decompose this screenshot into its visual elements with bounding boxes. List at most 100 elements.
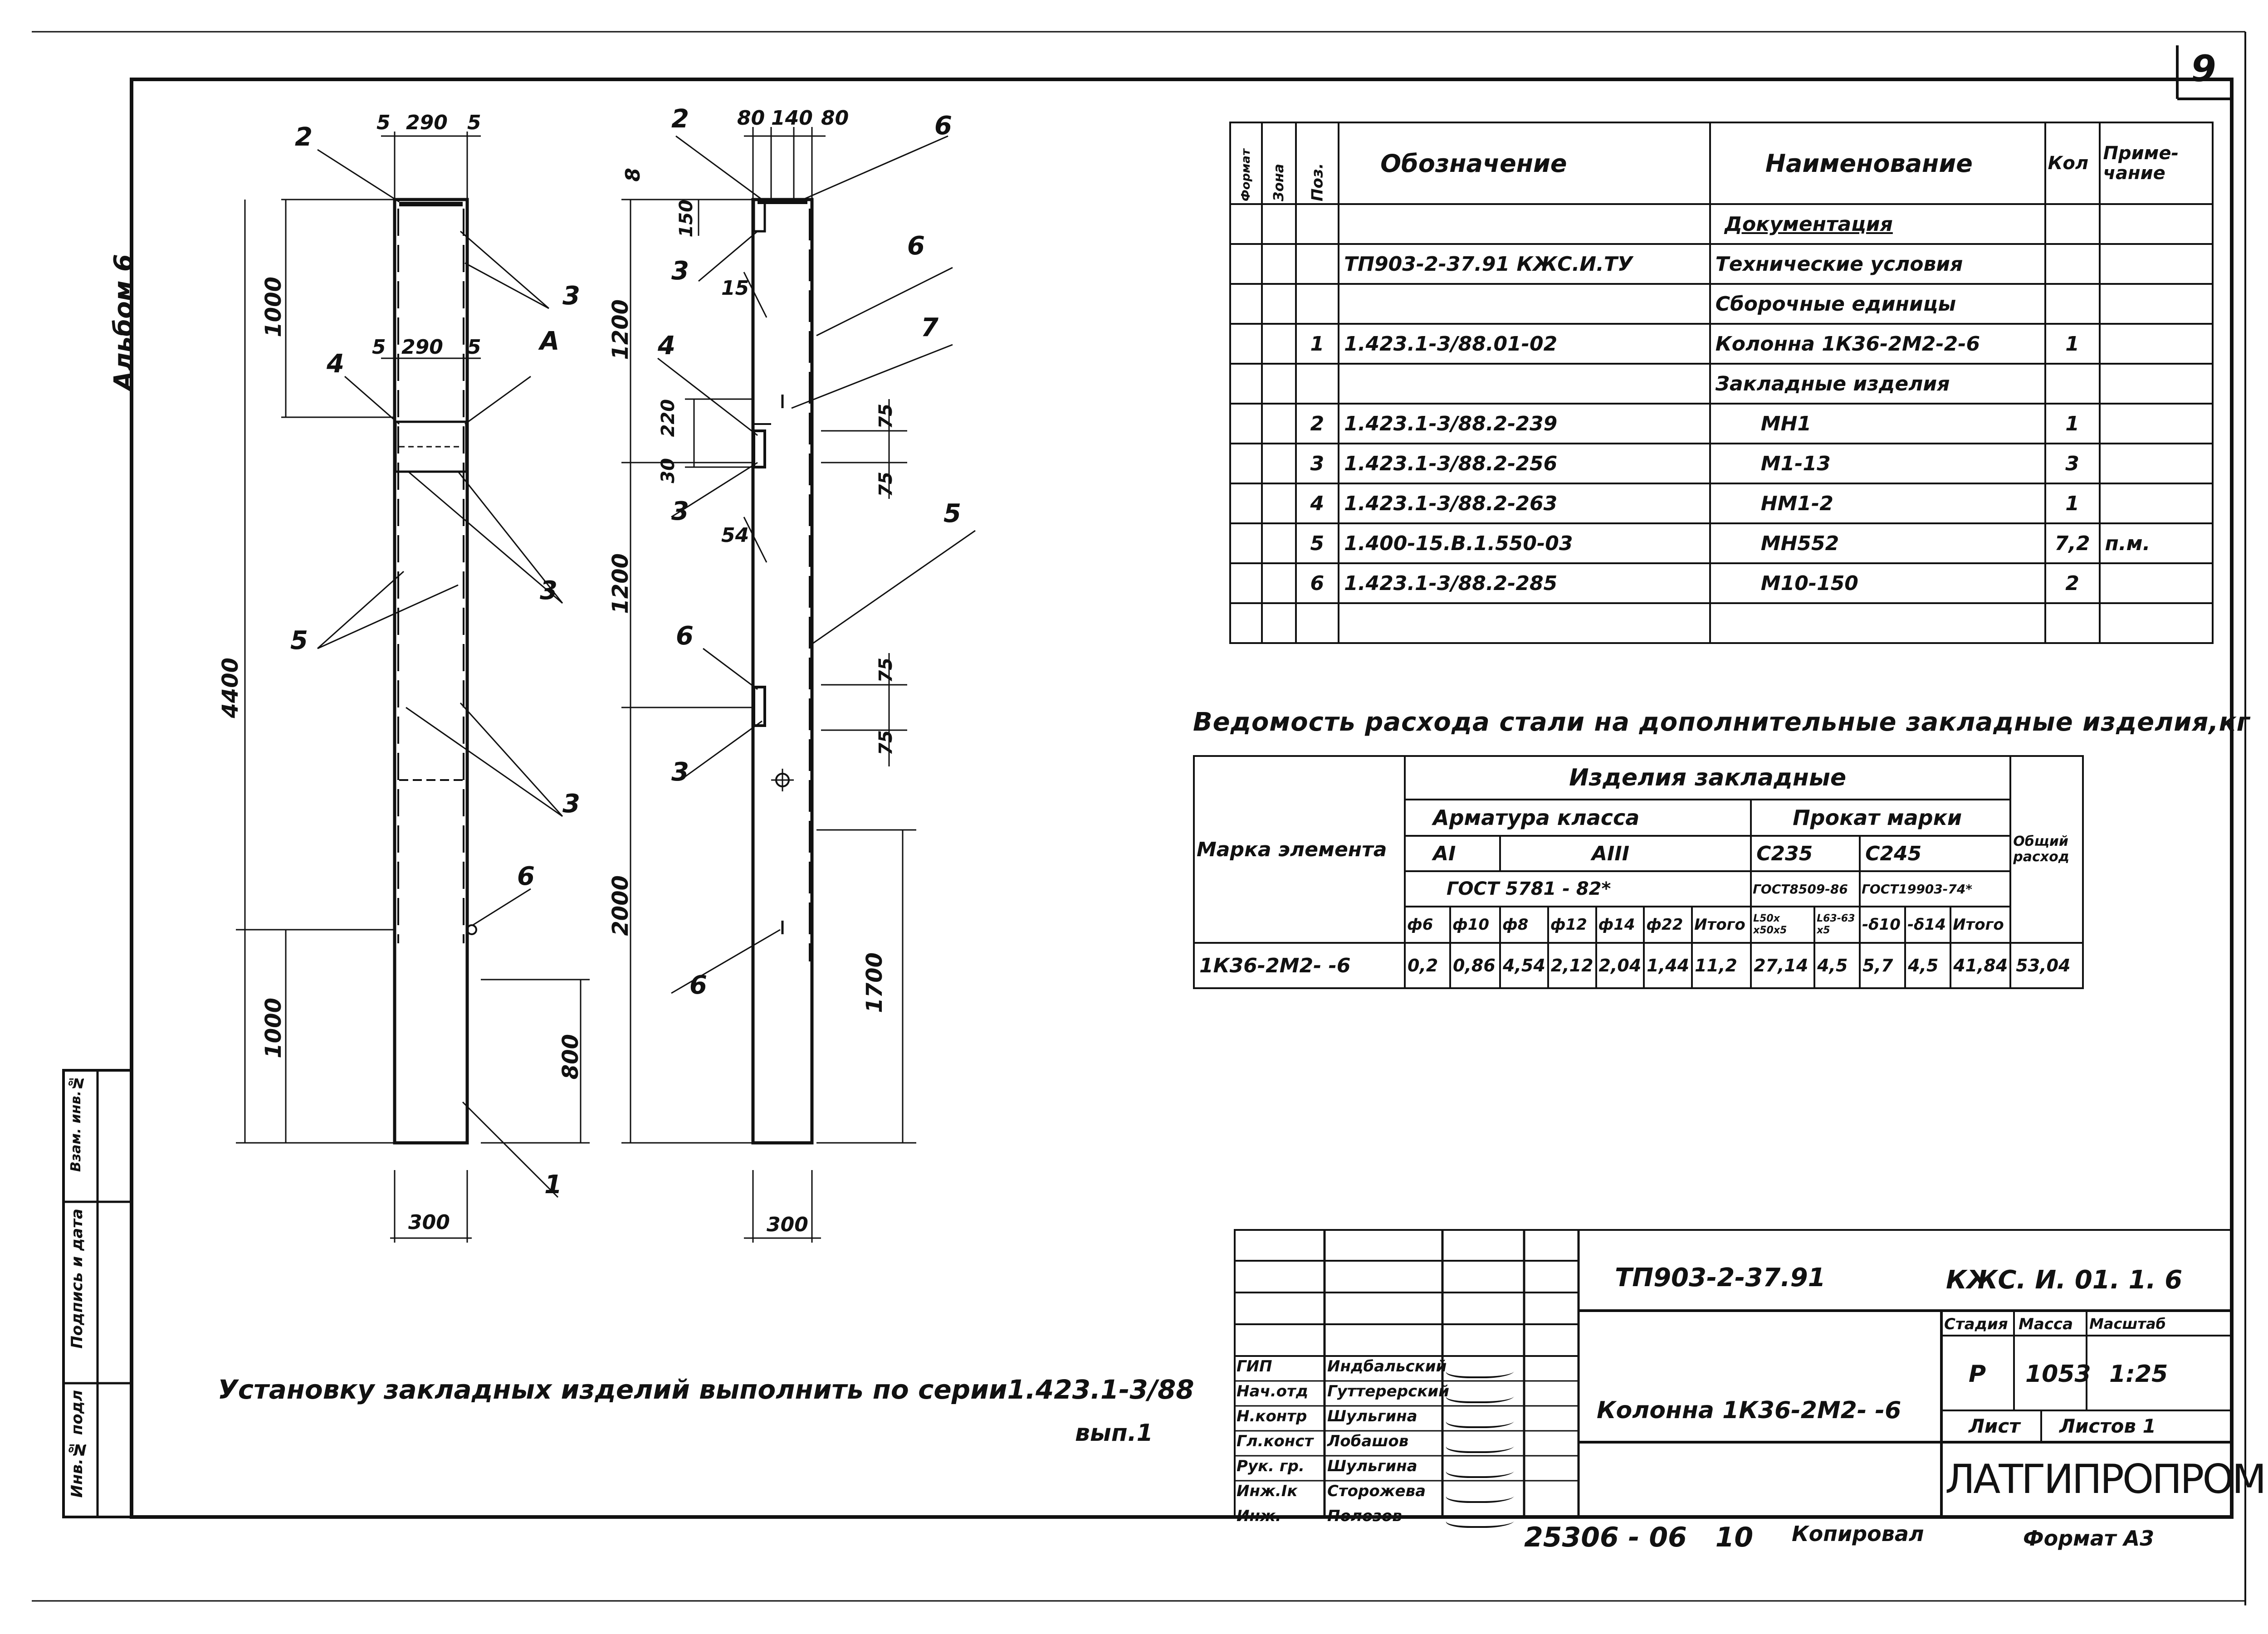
v2-dim-1700: 1700 [862,952,887,1013]
spec-h-format: Формат [1230,122,1262,204]
steel-value: 4,54 [1499,942,1549,989]
spec-cell-zone [1261,203,1297,245]
v2-dim-150: 150 [676,200,697,238]
tb-stage-h: Стадия [1944,1315,2008,1333]
tb-staff-role: Инж.Iк [1237,1482,1298,1500]
spec-cell-format [1229,323,1263,365]
v2-dim-54: 54 [721,524,749,547]
footer-copied: Копировал [1792,1522,1924,1546]
tb-org: ЛАТГИПРОПРОМ [1945,1456,2267,1502]
v2-dim-top-80a: 80 [737,107,765,130]
v2-dim-2000: 2000 [608,875,633,936]
spec-cell-pos [1295,363,1340,405]
v2-dim-300: 300 [767,1213,808,1236]
spec-h-pos: Поз. [1295,122,1339,204]
spec-h-designation: Обозначение [1338,122,1711,205]
strip-signature-date: Подпись и дата [68,1209,86,1349]
footer-format: Формат А3 [2023,1526,2155,1551]
spec-cell-note: п.м. [2098,522,2214,564]
tb-mass: 1053 [2025,1361,2091,1388]
steel-value: 11,2 [1691,942,1752,989]
steel-table: Марка элемента Изделия закладные Общий р… [1193,755,2084,989]
spec-cell-qty [2044,243,2101,285]
steel-col-group: Изделия закладные [1403,755,2012,800]
title-block: ТП903-2-37.91 КЖС. И. 01. 1. 6 Колонна 1… [1234,1229,2267,1528]
v1-dim-4400: 4400 [218,658,243,718]
spec-cell-pos: 1 [1295,323,1340,365]
steel-row-mark: 1К36-2М2- -6 [1193,942,1406,989]
spec-cell-pos: 6 [1295,562,1340,604]
spec-cell-note [2098,403,2214,444]
v1-callout-6: 6 [517,862,535,891]
spec-cell-name: Документация [1709,203,2046,245]
spec-cell-qty [2044,283,2101,325]
spec-cell-designation: 1.400-15.В.1.550-03 [1338,522,1711,564]
v2-dim-8: 8 [621,168,645,182]
steel-subheader: ф10 [1449,906,1501,944]
steel-gost-rebar: ГОСТ 5781 - 82* [1403,870,1752,907]
steel-subheader: ф6 [1404,906,1451,944]
spec-cell-designation: 1.423.1-3/88.2-285 [1338,562,1711,604]
tb-object: Колонна 1К36-2М2- -6 [1597,1397,1901,1424]
v2-callout-5: 5 [943,499,961,528]
v2-callout-3b: 3 [671,497,689,526]
spec-cell-zone [1261,443,1297,484]
spec-cell-name: Закладные изделия [1709,363,2046,405]
spec-cell-note [2098,323,2214,365]
v1-dim-1000-bottom: 1000 [261,998,286,1058]
steel-value: 5,7 [1859,942,1906,989]
spec-cell-format [1229,403,1263,444]
spec-cell-note [2098,562,2214,604]
v1-dim-300: 300 [408,1211,450,1234]
spec-cell-zone [1261,363,1297,405]
spec-cell-zone [1261,562,1297,604]
title-block-lines [1234,1229,2232,1517]
steel-subheader: L50x x50x5 [1750,906,1816,944]
spec-row [1229,602,2214,644]
steel-subheader: Итого [1950,906,2012,944]
install-note: Установку закладных изделий выполнить по… [218,1374,1194,1405]
v1-callout-3a: 3 [562,281,580,311]
spec-cell-pos: 2 [1295,403,1340,444]
v2-callout-2: 2 [671,104,689,134]
spec-cell-designation: 1.423.1-3/88.2-256 [1338,443,1711,484]
spec-cell-note [2098,483,2214,524]
spec-cell-qty [2044,602,2101,644]
v1-callout-1: 1 [544,1170,562,1200]
steel-subheader: -δ10 [1859,906,1906,944]
tb-staff-name: Индбальский [1327,1357,1447,1375]
spec-h-note: Приме- чание [2098,122,2214,205]
tb-code: КЖС. И. 01. 1. 6 [1946,1265,2183,1295]
spec-cell-designation: ТП903-2-37.91 КЖС.И.ТУ [1338,243,1711,285]
footer-doc-no: 25306 - 06 10 [1524,1522,1754,1553]
spec-cell-designation [1338,203,1711,245]
album-label: Альбом 6 [109,254,138,391]
tb-staff-role: ГИП [1237,1357,1272,1375]
spec-cell-zone [1261,243,1297,285]
tb-staff-name: Шульгина [1327,1407,1418,1425]
v2-dim-15: 15 [721,277,749,300]
install-note-issue: вып.1 [1075,1419,1153,1447]
v2-callout-4: 4 [658,331,675,361]
spec-cell-name: Колонна 1К36-2М2-2-6 [1709,323,2046,365]
spec-cell-zone [1261,602,1297,644]
steel-subheader: ф22 [1643,906,1693,944]
steel-value: 4,5 [1904,942,1952,989]
tb-staff-name: Лобашов [1327,1432,1409,1450]
strip-inv-podl: Инв.№ подл [68,1390,86,1498]
spec-h-name: Наименование [1709,122,2046,205]
v1-dim-800: 800 [558,1034,583,1080]
v1-dim-mid-290: 290 [401,336,443,359]
tb-sheet-h: Лист [1969,1415,2020,1437]
steel-col-rebar: Арматура класса [1403,799,1752,837]
v2-callout-6a: 6 [934,111,952,141]
steel-value: 2,04 [1595,942,1645,989]
spec-h-qty: Кол [2044,122,2101,205]
v1-dim-top-5b: 5 [467,111,481,134]
